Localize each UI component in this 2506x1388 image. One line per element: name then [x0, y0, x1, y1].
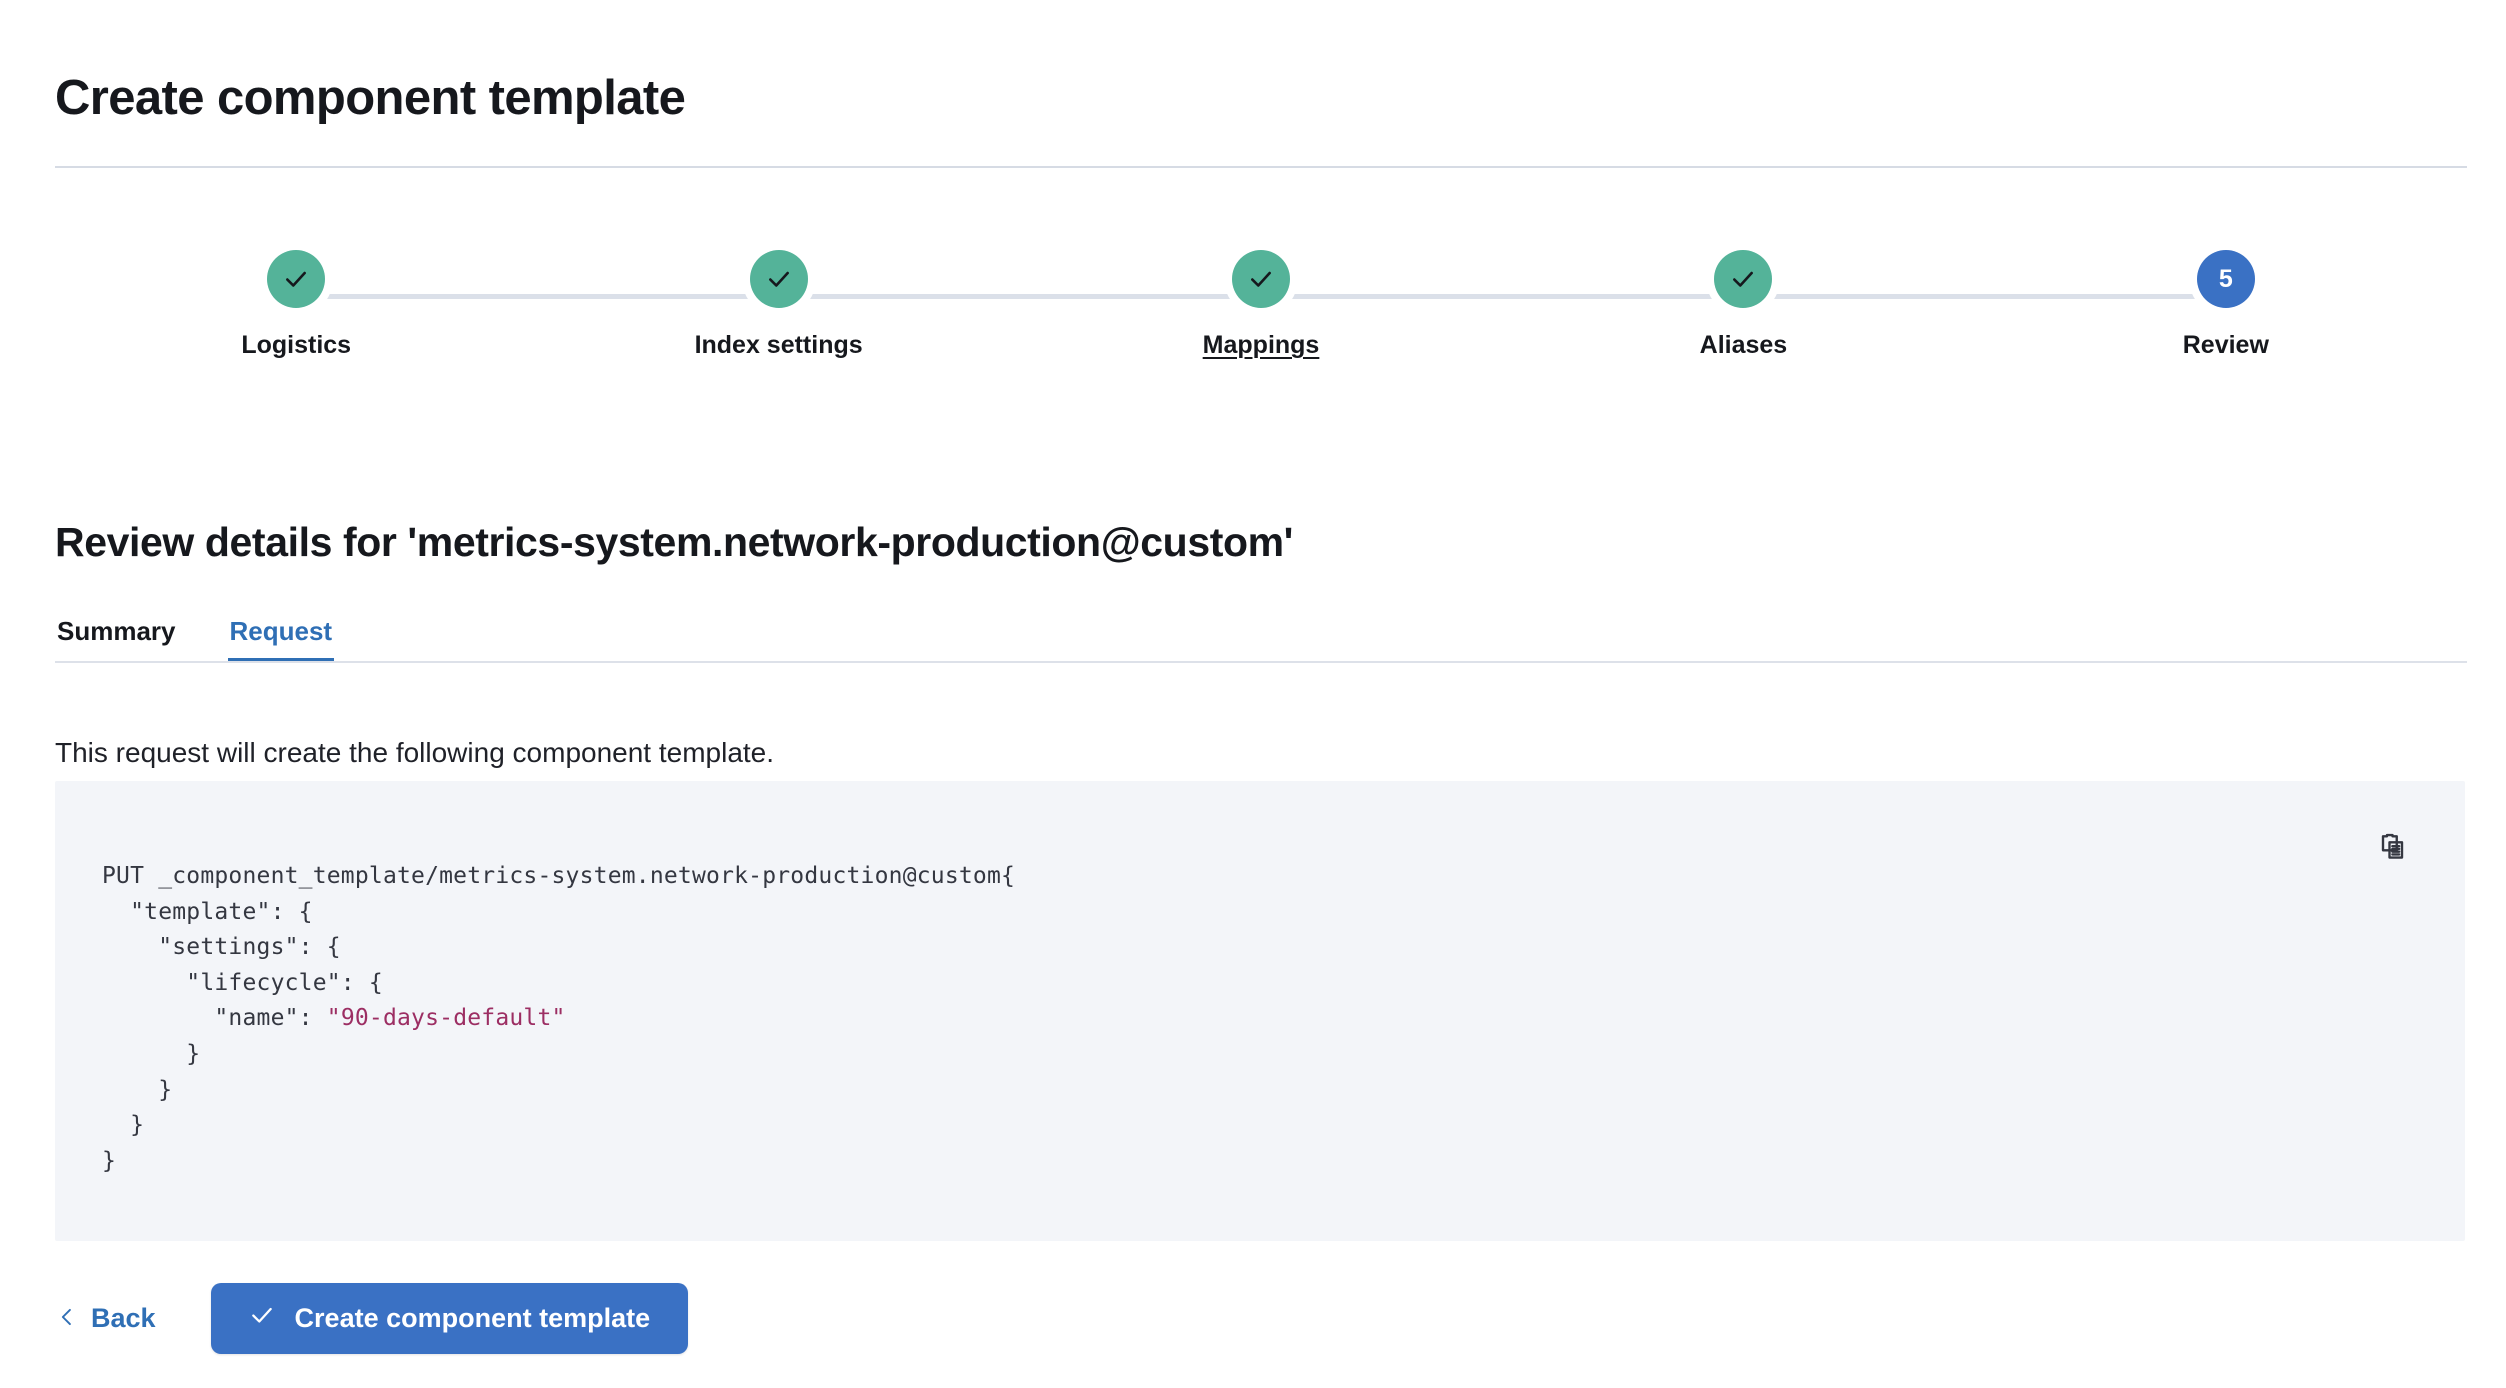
- header-divider: [55, 166, 2467, 168]
- stepper-step-review[interactable]: 5 Review: [1985, 250, 2467, 360]
- stepper-step-label[interactable]: Aliases: [1699, 331, 1788, 359]
- step-status-complete-icon: [267, 250, 326, 308]
- wizard-stepper: Logistics Index settings Mappings Aliase…: [55, 250, 2467, 390]
- tab-request[interactable]: Request: [227, 595, 335, 663]
- step-status-complete-icon: [1714, 250, 1773, 308]
- stepper-step-logistics[interactable]: Logistics: [55, 250, 537, 360]
- code-string-value: "90-days-default": [326, 1005, 566, 1032]
- step-status-complete-icon: [749, 250, 808, 308]
- step-status-current-badge: 5: [2196, 250, 2255, 308]
- back-button[interactable]: Back: [55, 1299, 158, 1338]
- code-request-line: PUT _component_template/metrics-system.n…: [102, 863, 1002, 889]
- request-description: This request will create the following c…: [55, 737, 775, 768]
- page-title: Create component template: [55, 70, 686, 125]
- clipboard-copy-icon[interactable]: [2371, 825, 2415, 869]
- stepper-step-aliases[interactable]: Aliases: [1502, 250, 1984, 360]
- request-code-block: PUT _component_template/metrics-system.n…: [102, 859, 1015, 1179]
- code-body-before: { "template": { "settings": { "lifecycle…: [130, 863, 1016, 1032]
- chevron-left-icon: [57, 1303, 77, 1334]
- stepper-step-mappings[interactable]: Mappings: [1020, 250, 1502, 360]
- step-number: 5: [2218, 264, 2233, 293]
- stepper-step-label[interactable]: Logistics: [241, 331, 352, 359]
- code-body-after: } } } }: [102, 1040, 201, 1174]
- step-status-complete-icon: [1232, 250, 1291, 308]
- back-button-label: Back: [91, 1303, 156, 1333]
- request-code-panel: PUT _component_template/metrics-system.n…: [55, 781, 2465, 1241]
- stepper-steps: Logistics Index settings Mappings Aliase…: [55, 250, 2467, 360]
- tab-summary[interactable]: Summary: [55, 595, 178, 663]
- create-component-template-label: Create component template: [294, 1303, 651, 1333]
- stepper-step-label[interactable]: Index settings: [694, 331, 863, 359]
- tabs-divider: [55, 661, 2467, 663]
- review-tabs: Summary Request: [55, 595, 2467, 663]
- stepper-step-index-settings[interactable]: Index settings: [537, 250, 1019, 360]
- tabs-list: Summary Request: [55, 595, 2467, 663]
- check-icon: [249, 1302, 275, 1335]
- review-section-title: Review details for 'metrics-system.netwo…: [55, 519, 1294, 566]
- stepper-step-label[interactable]: Review: [2182, 331, 2269, 359]
- create-component-template-button[interactable]: Create component template: [210, 1283, 689, 1354]
- stepper-step-label[interactable]: Mappings: [1202, 331, 1320, 359]
- footer-actions: Back Create component template: [55, 1283, 689, 1354]
